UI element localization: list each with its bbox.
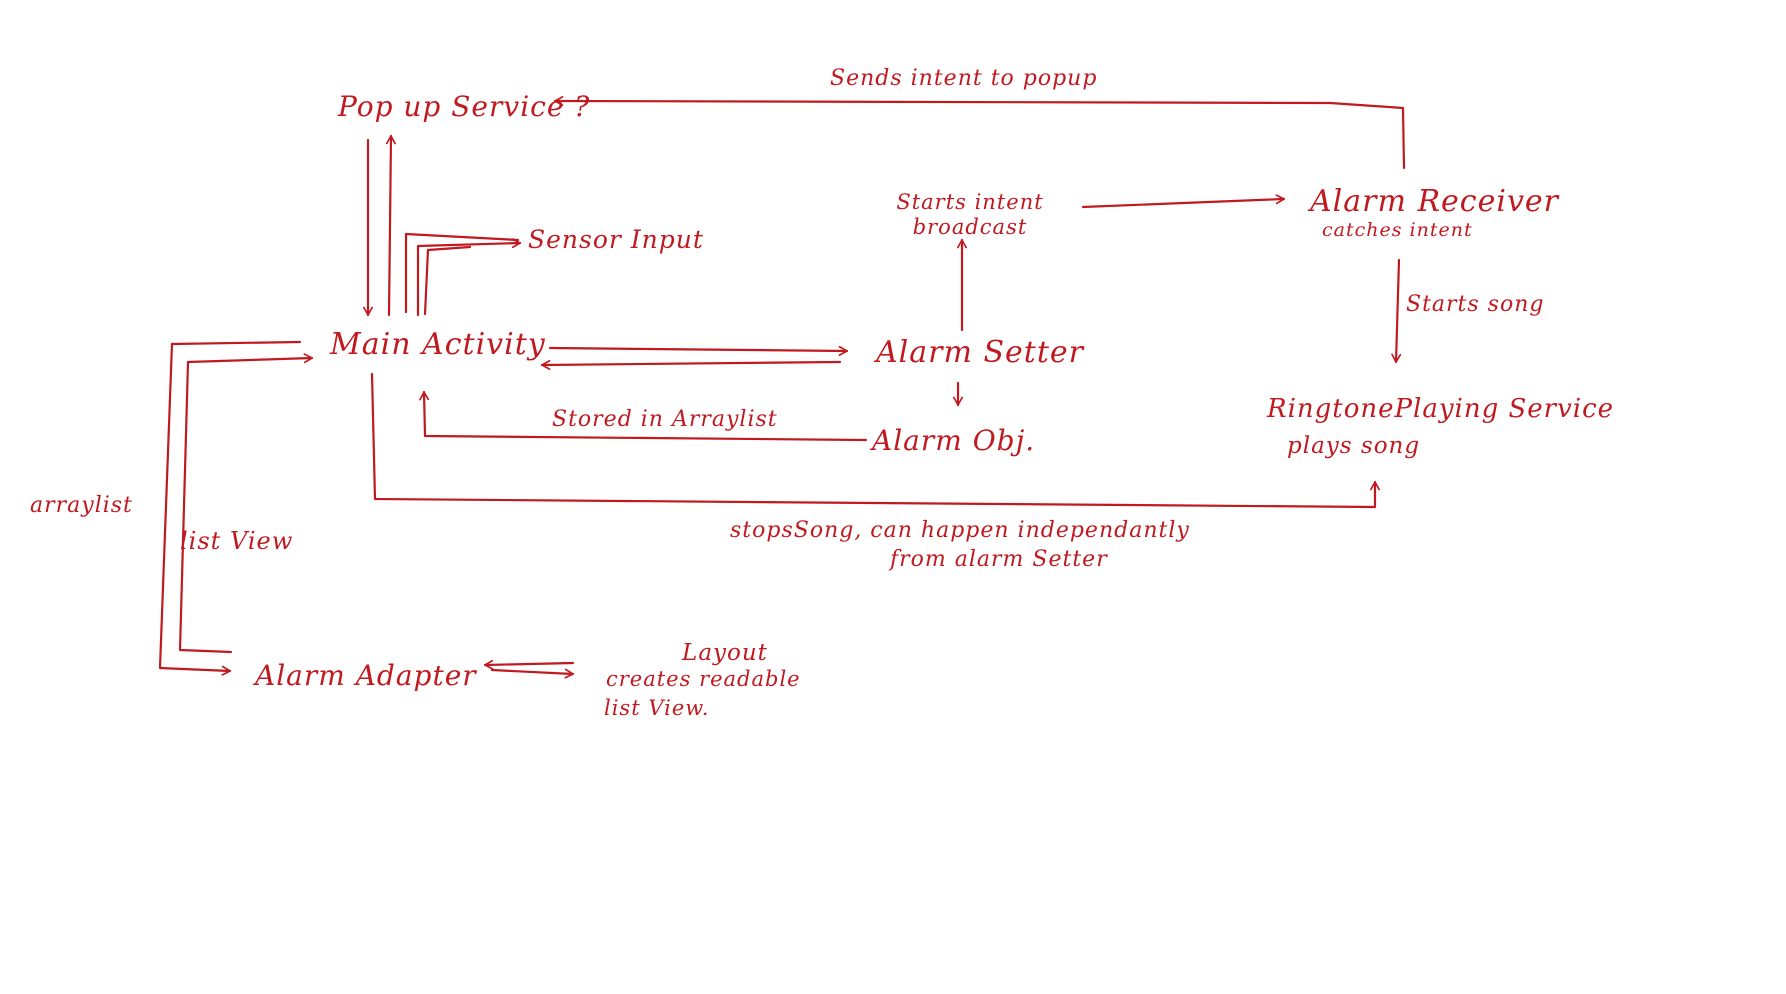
edge-sends-intent-to-popup	[553, 96, 1406, 170]
edge-setter-to-main	[540, 359, 842, 370]
edge-label-arraylist: arraylist	[30, 493, 133, 518]
edge-listview-loop	[178, 353, 314, 654]
node-layout-line1: Layout	[682, 640, 768, 666]
edge-sensor-to-main-inner2	[423, 245, 472, 316]
node-alarm-adapter: Alarm Adapter	[255, 659, 477, 692]
node-layout-line2: creates readable	[606, 667, 801, 691]
edge-main-stops-ringtone	[370, 372, 1380, 509]
node-alarm-obj: Alarm Obj.	[872, 424, 1036, 457]
node-alarm-setter: Alarm Setter	[876, 335, 1084, 370]
node-main-activity: Main Activity	[330, 327, 546, 362]
edge-sensor-to-main-inner	[416, 238, 522, 317]
node-intent-broadcast-line2: broadcast	[912, 215, 1028, 239]
edge-adapter-to-layout	[490, 668, 575, 679]
edge-adapter-to-main	[170, 340, 302, 346]
node-layout-line3: list View.	[604, 696, 710, 720]
node-intent-broadcast-line1: Starts intent	[896, 190, 1044, 214]
node-alarm-receiver: Alarm Receiver	[1310, 184, 1560, 219]
node-popup-service: Pop up Service ?	[338, 90, 591, 123]
node-ringtone-service: RingtonePlaying Service	[1267, 394, 1615, 424]
edge-receiver-to-ringtone	[1391, 258, 1402, 364]
edge-label-list-view: list View	[180, 527, 294, 555]
edge-layout-to-adapter	[483, 659, 575, 670]
edge-label-starts-song: Starts song	[1406, 292, 1545, 317]
edge-sensor-to-main-outer	[404, 232, 520, 314]
node-ringtone-service-sub: plays song	[1287, 433, 1421, 459]
edge-main-to-setter	[548, 345, 849, 356]
node-sensor-input: Sensor Input	[528, 225, 704, 254]
edge-label-sends-intent: Sends intent to popup	[830, 66, 1098, 91]
edge-label-stored-in-arraylist: Stored in Arraylist	[552, 407, 778, 432]
edge-obj-to-main	[419, 390, 868, 442]
edge-label-stops-song-line1: stopsSong, can happen independantly	[730, 518, 1190, 543]
edge-broadcast-to-receiver	[1081, 194, 1286, 209]
edge-arraylist-loop	[158, 342, 232, 676]
edge-main-to-popup	[385, 134, 396, 317]
node-alarm-receiver-sub: catches intent	[1322, 219, 1473, 241]
edge-label-stops-song-line2: from alarm Setter	[890, 547, 1108, 572]
